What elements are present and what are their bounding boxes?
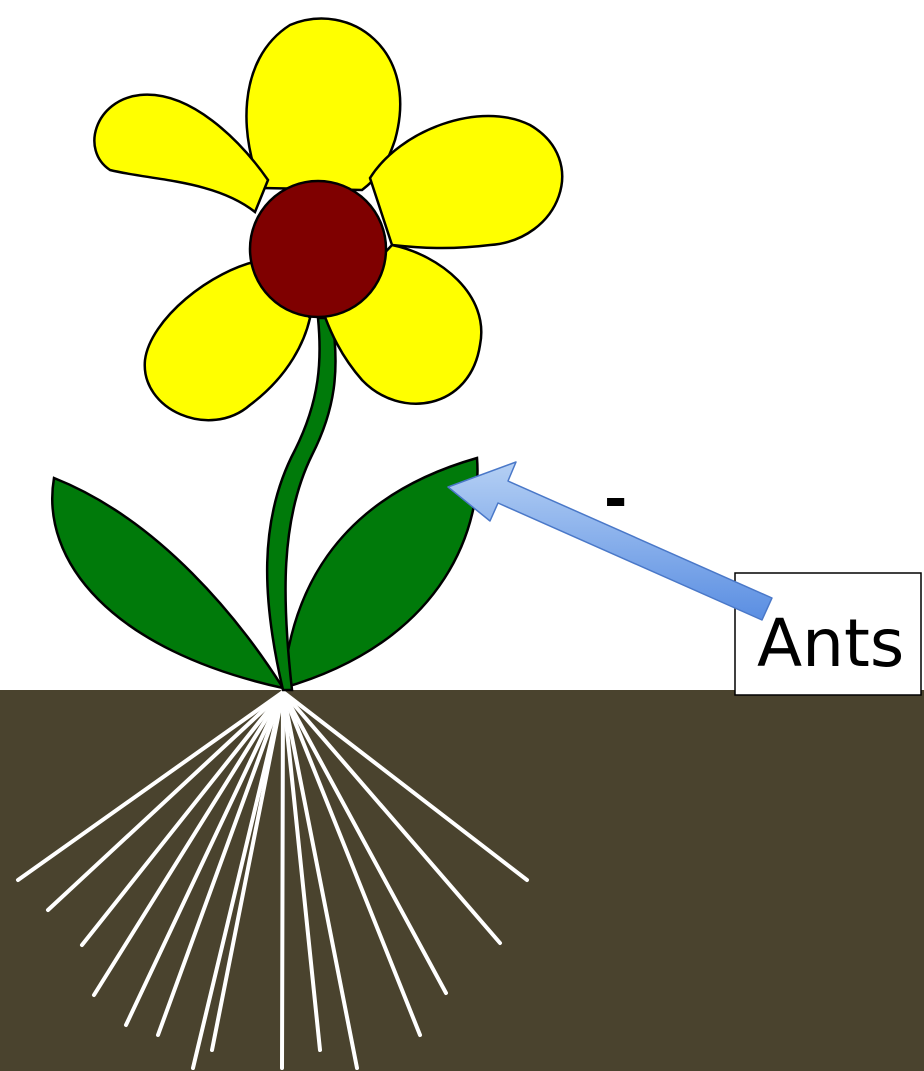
ants-label: Ants <box>757 605 904 682</box>
left-leaf <box>52 478 283 688</box>
effect-sign: - <box>604 467 627 532</box>
soil <box>0 690 924 1071</box>
petal-top <box>246 19 400 190</box>
right-leaf <box>283 458 477 688</box>
flower-center <box>250 181 386 317</box>
petal-left <box>94 95 268 212</box>
petal-right <box>370 116 562 248</box>
